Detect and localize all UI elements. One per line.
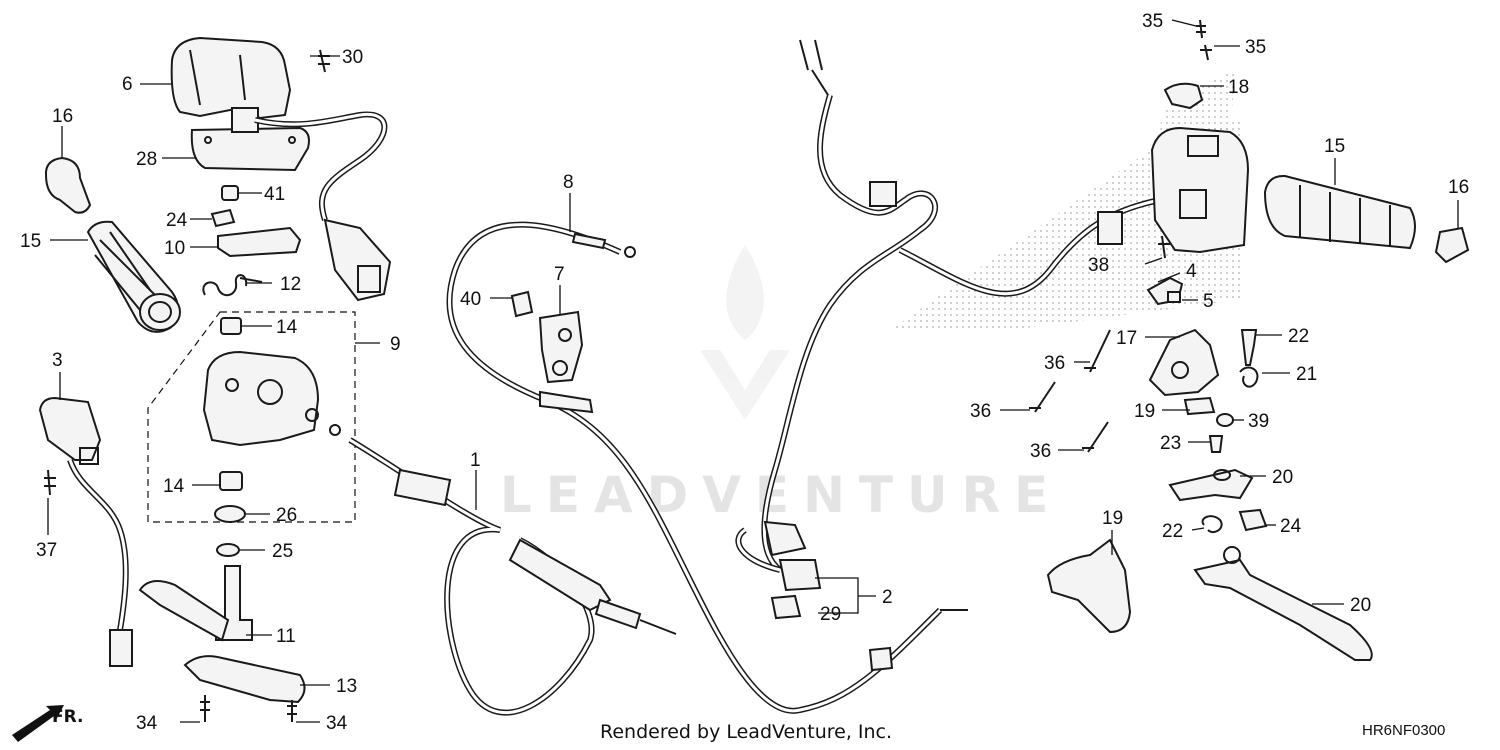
right-grip [1263,174,1470,264]
brake-lever-assembly [1029,328,1373,661]
callout-23: 20 [1272,467,1293,488]
callout-22: 22 [1162,521,1183,542]
callout-6: 6 [122,74,133,95]
callout-39: 39 [1248,411,1269,432]
left-switch-sensor [38,49,330,722]
callout-36-bottom: 36 [1030,441,1051,462]
callout-33: 30 [342,47,363,68]
callout-15-right: 15 [1324,136,1345,157]
callout-34-left: 34 [136,713,158,734]
callout-26: 22 [1288,326,1309,347]
main-wire-harness [735,39,1161,620]
callout-17: 17 [1116,328,1137,349]
callout-37: 37 [36,540,57,561]
callout-35-top: 35 [1142,11,1163,32]
diagram-code: HR6NF0300 [1362,722,1445,739]
callout-24: 24 [1280,516,1302,537]
throttle-small-parts [202,185,302,297]
left-grip-assembly [44,156,181,333]
callout-15-left: 15 [20,231,41,252]
callout-11: 11 [276,626,296,647]
right-switch-housing [1146,19,1250,306]
callout-30: 26 [276,505,297,526]
coupler-connector-left [323,218,392,302]
callout-19: 19 [1102,508,1123,529]
throttle-cable [446,221,968,714]
callout-9: 9 [390,334,401,355]
callout-34-right: 34 [326,713,348,734]
callout-20: 20 [1350,595,1371,616]
callout-35-right: 35 [1245,37,1266,58]
callout-21: 19 [1134,401,1155,422]
callout-4: 4 [1186,261,1197,282]
callout-36-mid: 36 [970,401,991,422]
callout-25: 21 [1296,364,1317,385]
callout-8: 8 [563,172,574,193]
callout-41: 40 [460,289,481,310]
callout-31: 28 [136,149,157,170]
callout-27: 23 [1160,433,1181,454]
callout-14-bottom: 14 [163,476,185,497]
throttle-housing [202,317,320,523]
callout-3: 3 [52,350,63,371]
callout-1: 1 [470,450,481,471]
callout-16-left: 16 [52,106,73,127]
callout-29: 25 [272,541,293,562]
brake-cable [329,424,677,716]
callout-18: 18 [1228,77,1249,98]
callout-16-right: 16 [1448,177,1469,198]
callout-32: 29 [820,604,841,625]
callout-7: 7 [554,264,565,285]
callout-12: 12 [280,274,301,295]
callout-labels: 30 6 28 41 24 10 12 16 15 14 9 3 14 26 3… [20,11,1469,734]
callout-14-top: 14 [276,317,298,338]
callout-5: 5 [1203,291,1214,312]
direction-label: FR. [52,707,83,727]
callout-28: 24 [166,210,188,231]
watermark-logo [700,245,790,420]
callout-36-top: 36 [1044,353,1065,374]
callout-10: 10 [164,238,185,259]
throttle-cover [170,36,310,172]
throttle-lever [138,543,306,704]
front-direction-indicator: FR. [12,705,83,742]
callout-38: 38 [1088,255,1109,276]
callout-40: 41 [264,184,285,205]
leader-lines [47,19,1459,723]
footer-credit: Rendered by LeadVenture, Inc. [600,721,892,743]
callout-2: 2 [882,587,893,608]
watermark-text: LEADVENTURE [500,466,1062,524]
callout-13: 13 [336,676,357,697]
cable-bracket [510,290,584,384]
